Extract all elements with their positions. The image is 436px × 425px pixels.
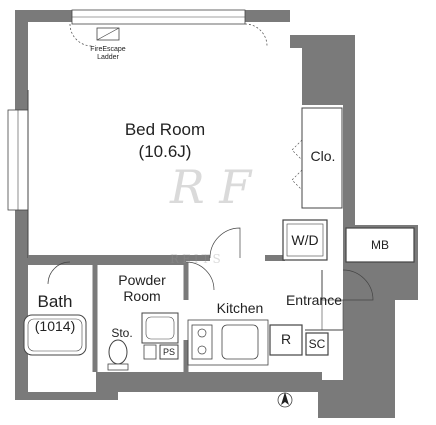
bath-label: Bath — [37, 292, 73, 311]
storage-label: Sto. — [111, 326, 133, 340]
entrance-label: Entrance — [285, 292, 343, 308]
door-entrance — [342, 269, 374, 301]
door-powder — [185, 261, 215, 291]
kitchen-label: Kitchen — [216, 300, 264, 316]
mb-label: MB — [371, 238, 389, 252]
stove — [191, 324, 213, 360]
wd-box — [282, 219, 328, 261]
kitchen-counter — [187, 319, 269, 366]
fire-escape-label-1: FireEscape — [90, 46, 126, 53]
mb-box — [345, 227, 415, 263]
floor-area — [28, 10, 343, 392]
watermark-text: REITS — [170, 252, 224, 266]
bath-size: (1014) — [34, 318, 76, 334]
fire-escape-ladder — [96, 27, 120, 41]
powder-room-label-1: Powder — [118, 272, 166, 288]
wd-label: W/D — [291, 232, 319, 248]
closet-label: Clo. — [310, 148, 336, 164]
fridge-box — [269, 324, 303, 356]
ps-box — [159, 344, 179, 360]
bedroom-label: Bed Room — [124, 120, 206, 139]
watermark-monogram: R F — [170, 160, 252, 214]
kitchen-sink — [221, 324, 259, 360]
door-bedroom-right — [244, 23, 268, 47]
closet-box — [301, 107, 343, 209]
door-bedroom-top — [69, 23, 93, 47]
bathtub — [23, 314, 87, 356]
toilet — [108, 339, 128, 365]
vanity-sink — [141, 312, 179, 344]
sc-box — [305, 332, 329, 356]
ps-label: PS — [162, 347, 175, 357]
fridge-label: R — [280, 331, 292, 347]
powder-room-label-2: Room — [123, 288, 161, 304]
sc-label: SC — [308, 337, 326, 351]
door-bedroom — [209, 227, 241, 259]
bedroom-size: (10.6J) — [138, 142, 192, 161]
fire-escape-label-2: Ladder — [97, 54, 119, 61]
north-arrow-icon — [277, 392, 293, 408]
entrance-floor — [321, 299, 344, 331]
door-bath — [47, 261, 71, 285]
